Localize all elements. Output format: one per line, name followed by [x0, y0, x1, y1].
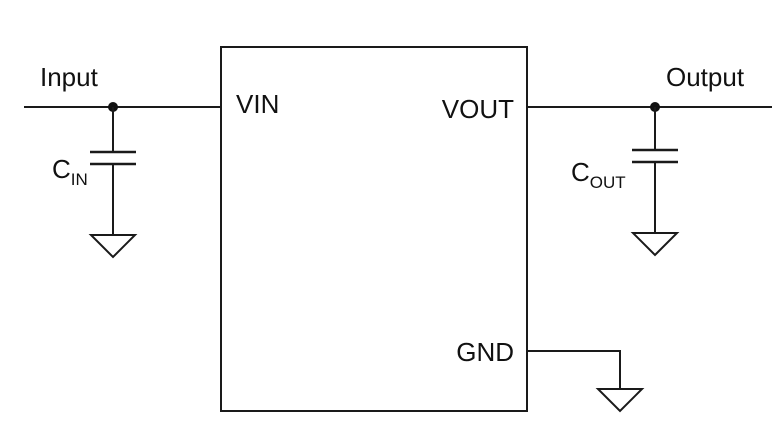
- pin-vin-label: VIN: [236, 89, 279, 119]
- cout-ground-icon: [630, 232, 680, 257]
- cout-label-subscript: OUT: [590, 173, 626, 192]
- output-label: Output: [666, 62, 745, 92]
- pin-gnd-label: GND: [456, 337, 514, 367]
- cout-label-main: C: [571, 157, 590, 187]
- cout-label: COUT: [571, 157, 626, 192]
- cin-label-subscript: IN: [71, 170, 88, 189]
- cin-label-main: C: [52, 154, 71, 184]
- ic-body: [220, 46, 528, 412]
- cin-label: CIN: [52, 154, 88, 189]
- gnd-ground-icon: [595, 388, 645, 413]
- input-label: Input: [40, 62, 99, 92]
- cin-ground-icon: [88, 234, 138, 259]
- gnd-wire: [527, 350, 621, 389]
- pin-vout-label: VOUT: [442, 94, 514, 124]
